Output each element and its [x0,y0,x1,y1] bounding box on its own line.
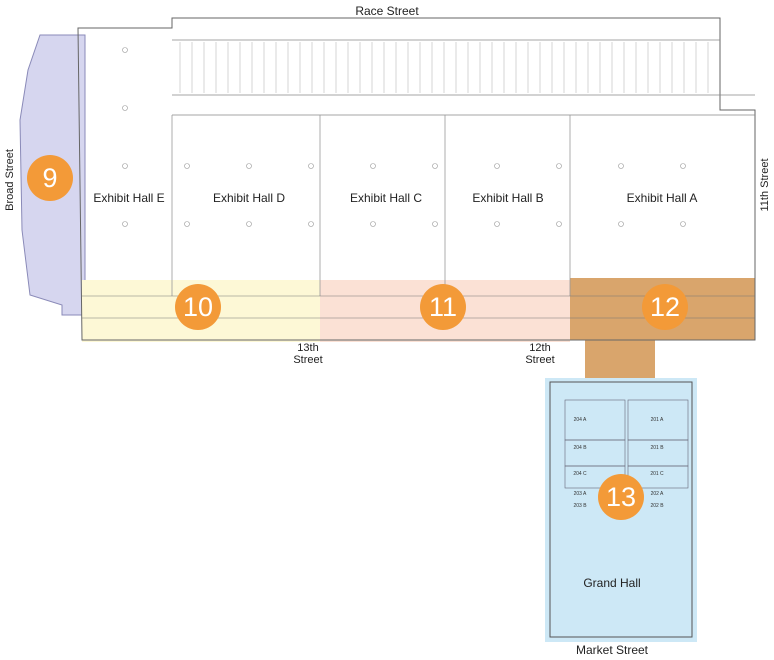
column-marker [556,163,562,169]
column-marker [494,163,500,169]
zone-marker-9[interactable]: 9 [27,155,73,201]
room-203a[interactable]: 203 A [573,491,587,497]
street-label-market: Market Street [575,643,649,657]
zone-marker-12[interactable]: 12 [642,284,688,330]
room-201c[interactable]: 201 C [650,471,664,477]
column-marker [246,221,252,227]
grand-hall[interactable]: Grand Hall [583,576,641,590]
street-12th-line2: Street [525,354,555,366]
service-strip [172,39,755,116]
column-marker [432,163,438,169]
column-marker [308,163,314,169]
room-201a[interactable]: 201 A [650,417,664,423]
street-13th-line2: Street [293,354,323,366]
grand-hall-outline [549,381,693,638]
zone-12-connector [585,340,655,380]
column-marker [246,163,252,169]
column-marker [556,221,562,227]
room-203b[interactable]: 203 B [573,503,587,509]
exhibit-hall-e[interactable]: Exhibit Hall E [93,191,165,205]
room-204b[interactable]: 204 B [573,445,587,451]
column-marker [308,221,314,227]
street-12th-line1: 12th [529,342,551,354]
zone-marker-13[interactable]: 13 [598,474,644,520]
street-label-broad: Broad Street [4,149,16,211]
column-marker [184,221,190,227]
zone-marker-11[interactable]: 11 [420,284,466,330]
room-202a[interactable]: 202 A [650,491,664,497]
column-marker [618,163,624,169]
column-marker [122,47,128,53]
column-marker [680,163,686,169]
column-marker [370,163,376,169]
column-marker [680,221,686,227]
exhibit-hall-a[interactable]: Exhibit Hall A [626,191,698,205]
room-204a[interactable]: 204 A [573,417,587,423]
exhibit-hall-d[interactable]: Exhibit Hall D [212,191,286,205]
column-marker [370,221,376,227]
column-marker [122,163,128,169]
street-label-race: Race Street [355,4,419,18]
column-marker [184,163,190,169]
zone-marker-10[interactable]: 10 [175,284,221,330]
room-204c[interactable]: 204 C [573,471,587,477]
column-marker [618,221,624,227]
building-outline [77,17,756,341]
room-202b[interactable]: 202 B [650,503,664,509]
column-marker [122,105,128,111]
street-label-11th: 11th Street [759,158,771,212]
street-13th-line1: 13th [297,342,319,354]
exhibit-hall-c[interactable]: Exhibit Hall C [349,191,423,205]
column-marker [122,221,128,227]
column-marker [494,221,500,227]
room-201b[interactable]: 201 B [650,445,664,451]
column-marker [432,221,438,227]
exhibit-hall-b[interactable]: Exhibit Hall B [472,191,544,205]
